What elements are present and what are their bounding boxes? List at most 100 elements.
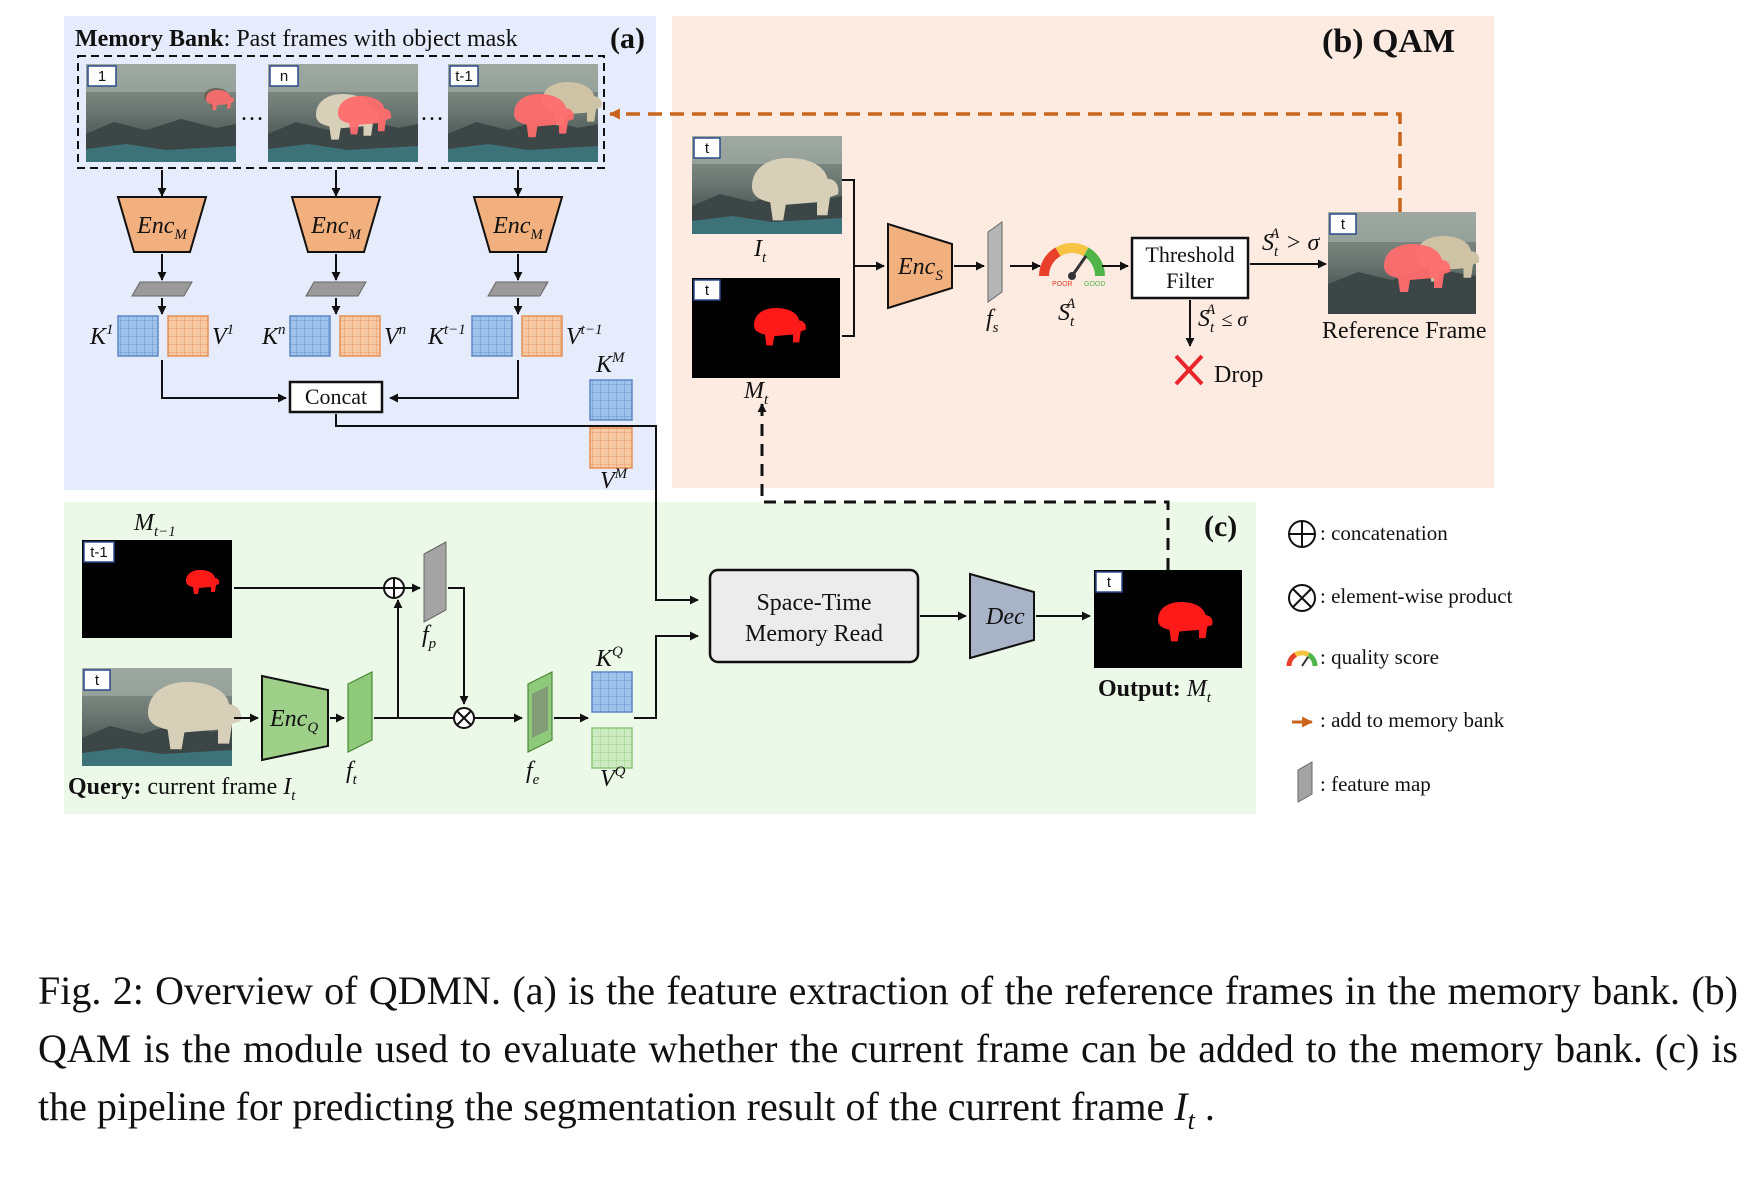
- fe-label: fe: [526, 758, 540, 788]
- output-feedback-arrow: [757, 403, 1170, 570]
- panel-a-tag: (a): [610, 22, 645, 55]
- quality-gauge-icon: POOR GOOD: [1039, 243, 1105, 288]
- drop-cross-icon: [1174, 354, 1204, 386]
- reference-frame-label: Reference Frame: [1322, 318, 1487, 344]
- memory-feature-t-1: [487, 281, 549, 297]
- drop-label: Drop: [1214, 362, 1263, 388]
- threshold-filter-box: [1130, 236, 1250, 300]
- memory-column-1: EncM K1 V1: [89, 170, 234, 357]
- svg-text:Space-Time: Space-Time: [756, 590, 871, 616]
- svg-text:K1: K1: [89, 322, 114, 350]
- qam-encoder: [887, 222, 953, 310]
- memory-value-t-1: [521, 315, 563, 357]
- panel-b-tag: (b) QAM: [1322, 23, 1455, 60]
- query-key-label: KQ: [595, 644, 623, 672]
- caption-symbol: It: [1174, 1084, 1195, 1135]
- concat-operator-icon: [383, 577, 405, 599]
- qam-current-frame: t: [692, 136, 842, 234]
- legend-feature-map: : feature map: [1320, 772, 1431, 796]
- fp-feature-map: [423, 541, 447, 623]
- svg-text:Threshold: Threshold: [1145, 242, 1234, 267]
- legend: : concatenation : element-wise product :…: [1286, 520, 1513, 803]
- legend-add-to-memory-bank: : add to memory bank: [1320, 708, 1505, 732]
- reference-frame: t: [1328, 212, 1480, 314]
- qam-image-label: It: [753, 236, 767, 266]
- legend-element-wise-product: : element-wise product: [1320, 584, 1513, 608]
- space-time-memory-read: [708, 568, 920, 664]
- legend-quality-score: : quality score: [1320, 645, 1439, 669]
- panel-c-background: [64, 502, 1256, 814]
- memory-frame-t-1: t-1: [448, 64, 602, 162]
- memory-encoder-1: [116, 196, 208, 253]
- query-key: [591, 671, 633, 713]
- svg-text:t: t: [1341, 216, 1346, 233]
- qdmn-diagram: (a) Memory Bank: Past frames with object…: [64, 16, 1513, 814]
- svg-text:t: t: [95, 672, 100, 689]
- svg-text:n: n: [280, 68, 288, 85]
- svg-text:Vt−1: Vt−1: [566, 322, 602, 350]
- pass-condition: StA> σ: [1262, 226, 1321, 260]
- ft-feature-map: [347, 671, 373, 753]
- figure-caption: Fig. 2: Overview of QDMN. (a) is the fea…: [38, 968, 1738, 1135]
- qam-feature-map: [987, 221, 1003, 303]
- add-to-memory-arrow: [608, 108, 1402, 212]
- memory-value-1: [167, 315, 209, 357]
- product-icon: [1288, 584, 1316, 612]
- svg-text:t-1: t-1: [90, 544, 108, 561]
- svg-text:GOOD: GOOD: [1084, 281, 1105, 288]
- quality-score-label: StA: [1058, 296, 1076, 330]
- memory-key-n: [289, 315, 331, 357]
- concat-icon: [1288, 520, 1316, 548]
- query-frame: t: [82, 668, 242, 766]
- svg-text:t: t: [705, 140, 710, 157]
- memory-feature-1: [131, 281, 193, 297]
- svg-text:Vn: Vn: [384, 322, 406, 350]
- panel-c-tag: (c): [1204, 510, 1237, 543]
- svg-text:1: 1: [98, 68, 106, 85]
- gauge-icon: [1286, 650, 1318, 667]
- svg-text:EncM: EncM: [310, 213, 362, 243]
- svg-text:t-1: t-1: [455, 68, 473, 85]
- query-encoder: [261, 674, 329, 762]
- output-label: Output:Mt: [1098, 676, 1212, 706]
- qam-mask-label: Mt: [743, 378, 769, 408]
- memory-frame-n: n: [268, 64, 418, 162]
- product-operator-icon: [453, 707, 475, 729]
- svg-text:Memory Read: Memory Read: [745, 621, 883, 647]
- svg-text:Dec: Dec: [985, 604, 1025, 630]
- svg-text:Kn: Kn: [261, 322, 286, 350]
- output-mask: t: [1094, 570, 1242, 668]
- memory-frame-1: 1: [86, 64, 236, 162]
- qam-mask-frame: t: [692, 278, 840, 378]
- legend-concatenation: : concatenation: [1320, 521, 1448, 545]
- svg-text:Filter: Filter: [1166, 268, 1214, 293]
- svg-text:EncM: EncM: [136, 213, 188, 243]
- memory-key-aggregate: [589, 379, 633, 421]
- memory-value-label: VM: [600, 466, 629, 494]
- decoder: [969, 572, 1035, 660]
- svg-text:V1: V1: [212, 322, 234, 350]
- memory-key-label: KM: [595, 350, 626, 378]
- ft-label: ft: [346, 758, 358, 788]
- memory-encoder-n: [290, 196, 382, 253]
- query-value-label: VQ: [600, 764, 626, 792]
- prev-mask-frame: t-1: [82, 540, 232, 638]
- memory-encoder-t-1: [472, 196, 564, 253]
- memory-bank-title: Memory Bank: Past frames with object mas…: [75, 26, 518, 52]
- memory-value-aggregate: [589, 427, 633, 469]
- query-value: [591, 727, 633, 769]
- memory-column-t-1: EncM Kt−1 Vt−1: [427, 170, 602, 357]
- ellipsis-2: …: [420, 100, 444, 126]
- svg-text:Kt−1: Kt−1: [427, 322, 466, 350]
- svg-text:EncM: EncM: [492, 213, 544, 243]
- prev-mask-label: Mt−1: [133, 510, 176, 540]
- svg-text:EncQ: EncQ: [269, 706, 318, 736]
- memory-key-1: [117, 315, 159, 357]
- svg-text:POOR: POOR: [1052, 281, 1073, 288]
- ellipsis-1: …: [240, 100, 264, 126]
- drop-condition: StA≤ σ: [1198, 302, 1248, 336]
- concat-box: [288, 380, 384, 414]
- memory-bank-box: [77, 55, 605, 169]
- svg-text:EncS: EncS: [897, 254, 943, 284]
- memory-feature-n: [305, 281, 367, 297]
